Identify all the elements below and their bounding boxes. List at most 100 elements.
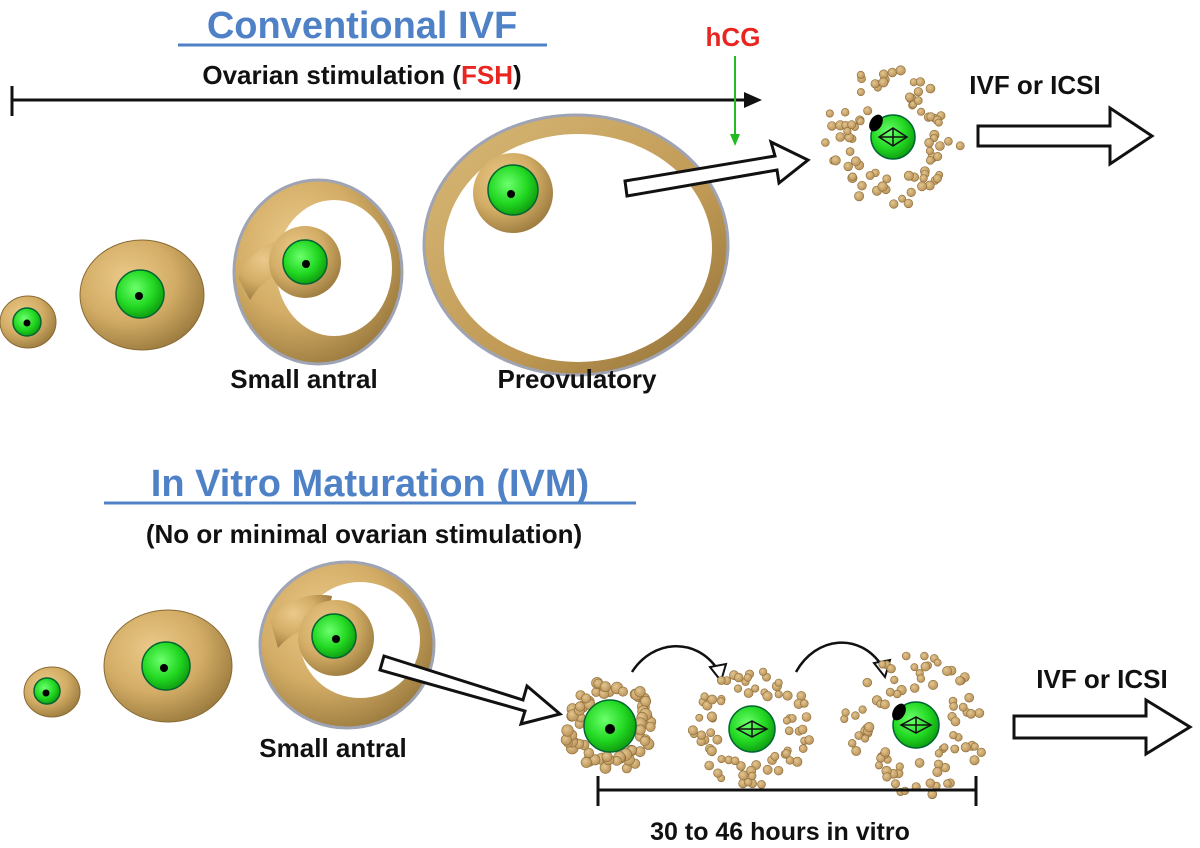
cumulus-cell xyxy=(966,709,976,719)
polar-body xyxy=(869,114,883,132)
cumulus-cell xyxy=(895,65,906,76)
cumulus-cell xyxy=(751,684,760,693)
cumulus-cell xyxy=(851,746,862,756)
ivm-section: In Vitro Maturation (IVM) (No or minimal… xyxy=(23,463,1193,846)
cumulus-cell xyxy=(770,751,780,761)
cumulus-cell xyxy=(848,172,857,181)
cumulus-cell xyxy=(864,721,875,733)
conventional-outcome-arrow xyxy=(976,105,1155,167)
cumulus-cell xyxy=(925,83,936,94)
cumulus-cell xyxy=(964,692,975,703)
cumulus-cell xyxy=(932,173,942,183)
cumulus-cells xyxy=(687,667,814,789)
cumulus-cell xyxy=(943,779,952,788)
cumulus-cell xyxy=(581,693,592,704)
cumulus-cell xyxy=(905,92,915,102)
cumulus-cell xyxy=(898,194,907,203)
cumulus-cell xyxy=(744,777,753,787)
follicle-secondary xyxy=(79,239,205,351)
cumulus-cell xyxy=(857,180,867,191)
cumulus-cell xyxy=(958,702,968,712)
cumulus-cell xyxy=(969,755,980,766)
cumulus-cell xyxy=(856,88,865,97)
cumulus-cell xyxy=(863,106,873,116)
cumulus-cell xyxy=(706,745,717,756)
small-antral-label: Small antral xyxy=(259,733,406,763)
cumulus-cell xyxy=(712,734,723,745)
cumulus-cell xyxy=(878,69,889,79)
timeline-arrowhead xyxy=(744,92,762,108)
cumulus-cell xyxy=(847,120,857,130)
cumulus-cell xyxy=(856,70,865,79)
cumulus-cell xyxy=(640,695,652,707)
spindle-icon xyxy=(877,127,909,147)
cumulus-cell xyxy=(782,748,791,758)
cumulus-cell xyxy=(797,724,808,735)
cumulus-cell xyxy=(706,711,718,722)
cumulus-cell xyxy=(935,141,945,151)
cumulus-cell xyxy=(915,77,925,87)
cumulus-cell xyxy=(634,686,646,698)
cumulus-cell xyxy=(874,761,883,770)
cumulus-cell xyxy=(920,661,931,672)
cumulus-cell xyxy=(925,778,935,788)
cumulus-cell xyxy=(924,138,934,148)
cumulus-cell xyxy=(944,137,953,146)
cumulus-cell xyxy=(730,756,740,766)
cumulus-cell xyxy=(762,691,773,702)
follicle-small-antral xyxy=(232,178,404,366)
cumulus-cell xyxy=(561,724,574,737)
cumulus-cell xyxy=(960,742,971,753)
cumulus-cell xyxy=(916,674,926,683)
cumulus-cell xyxy=(743,673,752,682)
cumulus-cell xyxy=(949,702,958,711)
germinal-vesicle xyxy=(605,724,615,734)
oocyte-mi-stage xyxy=(687,667,814,789)
cumulus-cell xyxy=(914,758,925,768)
cumulus-cell xyxy=(886,664,896,674)
oocyte xyxy=(487,164,539,216)
cumulus-cell xyxy=(759,667,768,676)
cumulus-cell xyxy=(925,146,934,155)
cumulus-cell xyxy=(574,701,586,712)
spindle-icon xyxy=(899,716,933,734)
cumulus-cell xyxy=(743,688,754,698)
cumulus-cell xyxy=(889,199,899,209)
cumulus-cell xyxy=(910,663,919,672)
retrieval-arrow xyxy=(623,139,811,198)
cumulus-cell xyxy=(950,716,961,727)
cumulus-cell xyxy=(928,679,939,690)
stimulation-label: Ovarian stimulation (FSH) xyxy=(202,60,521,90)
cumulus-cell xyxy=(696,730,707,740)
spindle-icon xyxy=(735,720,769,738)
follicle-small-antral xyxy=(258,560,436,730)
cumulus-cell xyxy=(885,687,895,697)
cumulus-cell xyxy=(890,779,900,789)
maturation-arrow xyxy=(794,641,884,673)
cumulus-cell xyxy=(858,705,867,714)
cumulus-cell xyxy=(784,726,794,736)
cumulus-cell xyxy=(733,672,744,683)
cumulus-cell xyxy=(716,676,726,685)
polar-body xyxy=(892,703,906,721)
cumulus-cell xyxy=(976,747,986,757)
cumulus-cell xyxy=(949,731,958,740)
cumulus-cell xyxy=(932,766,943,777)
cumulus-cell xyxy=(801,712,812,722)
cumulus-cell xyxy=(792,756,803,767)
cumulus-cell xyxy=(913,96,923,105)
cumulus-cells xyxy=(560,677,657,774)
cumulus-cell xyxy=(879,699,890,710)
cumulus-cell xyxy=(870,79,880,89)
cumulus-cell xyxy=(840,715,849,724)
fsh-label: FSH xyxy=(461,60,513,90)
cumulus-cell xyxy=(713,768,723,778)
cumulus-cell xyxy=(800,699,809,708)
cumulus-cell xyxy=(580,756,592,768)
cumulus-cell xyxy=(733,684,743,693)
cumulus-cell xyxy=(841,708,850,717)
cumulus-cell xyxy=(782,690,793,701)
cumulus-cell xyxy=(704,760,715,771)
cumulus-cell xyxy=(901,651,911,661)
cumulus-cell xyxy=(950,744,960,754)
